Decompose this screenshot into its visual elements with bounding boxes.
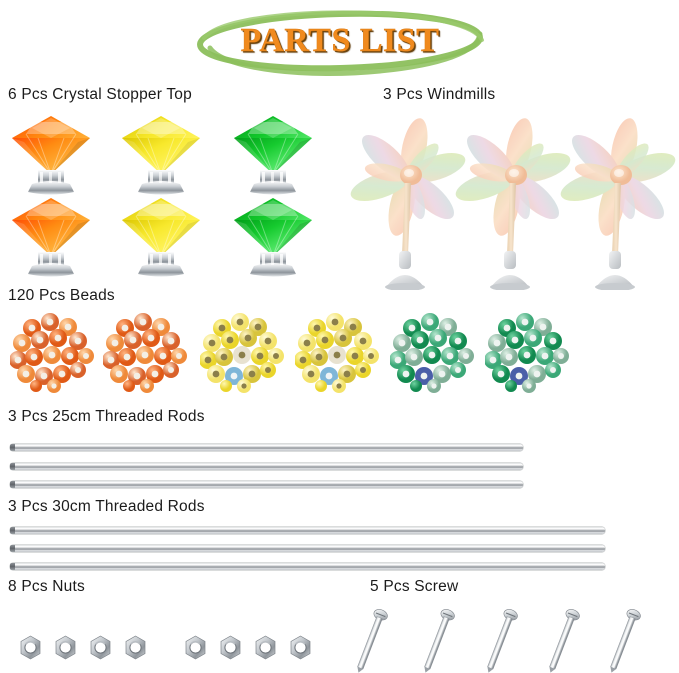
hex-nut-2 — [53, 635, 78, 661]
section-label-windmills: 3 Pcs Windmills — [383, 86, 496, 103]
hex-nut-1 — [18, 635, 43, 661]
section-label-threaded-rods-25cm: 3 Pcs 25cm Threaded Rods — [8, 408, 205, 425]
bead-cluster-yellow-1 — [200, 310, 288, 394]
threaded-rod-30cm-2 — [10, 545, 605, 552]
windmill-pinwheel-2 — [455, 115, 571, 290]
crystal-knob-yellow-2 — [114, 190, 208, 278]
bead-cluster-orange-2 — [103, 310, 191, 394]
screw-4 — [537, 604, 589, 673]
page-title-banner: PARTS LIST — [190, 8, 490, 76]
page-title: PARTS LIST — [240, 22, 440, 59]
section-label-screws: 5 Pcs Screw — [370, 578, 459, 595]
crystal-knob-green-1 — [226, 108, 320, 196]
screw-3 — [475, 604, 527, 673]
crystal-knob-orange-1 — [4, 108, 98, 196]
hex-nut-7 — [253, 635, 278, 661]
threaded-rod-25cm-2 — [10, 463, 523, 470]
windmill-pinwheel-1 — [350, 115, 466, 290]
screw-2 — [412, 604, 464, 673]
section-label-threaded-rods-30cm: 3 Pcs 30cm Threaded Rods — [8, 498, 205, 515]
hex-nut-3 — [88, 635, 113, 661]
threaded-rod-30cm-1 — [10, 527, 605, 534]
threaded-rod-30cm-3 — [10, 563, 605, 570]
section-label-nuts: 8 Pcs Nuts — [8, 578, 85, 595]
threaded-rod-25cm-1 — [10, 444, 523, 451]
windmill-pinwheel-3 — [560, 115, 676, 290]
bead-cluster-yellow-2 — [295, 310, 383, 394]
screw-5 — [598, 604, 650, 673]
hex-nut-8 — [288, 635, 313, 661]
title-ellipse-decoration — [197, 10, 484, 76]
crystal-knob-orange-2 — [4, 190, 98, 278]
crystal-knob-yellow-1 — [114, 108, 208, 196]
bead-cluster-green-2 — [485, 310, 573, 394]
threaded-rod-25cm-3 — [10, 481, 523, 488]
crystal-knob-green-2 — [226, 190, 320, 278]
bead-cluster-green-1 — [390, 310, 478, 394]
hex-nut-6 — [218, 635, 243, 661]
section-label-beads: 120 Pcs Beads — [8, 287, 115, 304]
section-label-crystal-stopper-top: 6 Pcs Crystal Stopper Top — [8, 86, 192, 103]
bead-cluster-orange-1 — [10, 310, 98, 394]
hex-nut-5 — [183, 635, 208, 661]
screw-1 — [345, 604, 397, 673]
hex-nut-4 — [123, 635, 148, 661]
